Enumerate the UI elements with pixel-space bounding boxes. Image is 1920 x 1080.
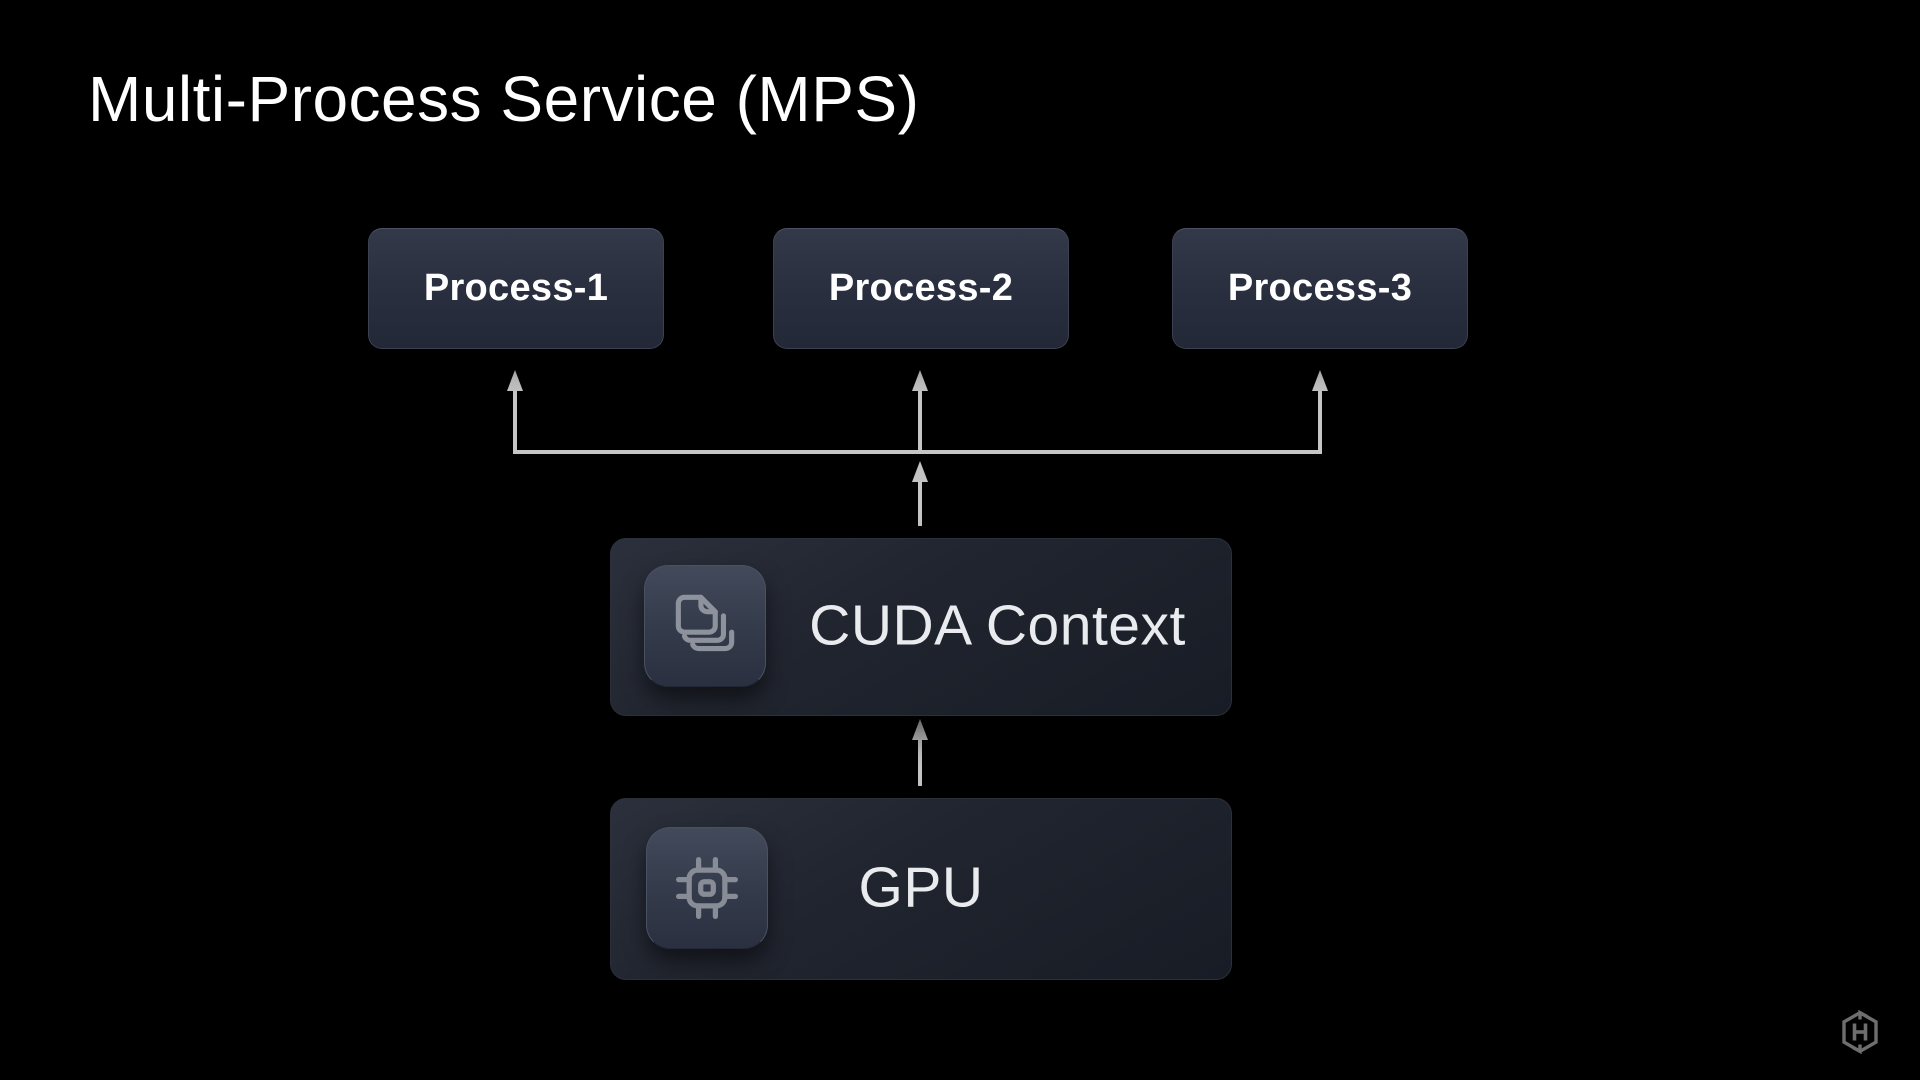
gpu-label: GPU (858, 855, 984, 920)
chip-icon (676, 857, 738, 919)
cuda-context-box: CUDA Context (610, 538, 1232, 716)
cuda-icon-tile (644, 565, 766, 687)
arrow-to-process-1 (507, 370, 523, 391)
arrow-gpu-to-cuda (912, 719, 928, 740)
process-2-box: Process-2 (773, 228, 1069, 349)
documents-stack-icon (675, 594, 735, 652)
arrow-to-process-3 (1312, 370, 1328, 391)
gpu-icon-tile (646, 827, 768, 949)
page-title: Multi-Process Service (MPS) (88, 63, 920, 135)
process-1-label: Process-1 (423, 267, 609, 309)
cuda-context-label: CUDA Context (809, 593, 1186, 658)
process-2-label: Process-2 (828, 267, 1014, 309)
process-3-label: Process-3 (1227, 267, 1413, 309)
process-3-box: Process-3 (1172, 228, 1468, 349)
gpu-box: GPU (610, 798, 1232, 980)
hashicorp-logo-icon (1842, 1010, 1878, 1054)
process-1-box: Process-1 (368, 228, 664, 349)
arrow-to-process-2 (912, 370, 928, 391)
arrow-cuda-to-fanout (912, 461, 928, 482)
